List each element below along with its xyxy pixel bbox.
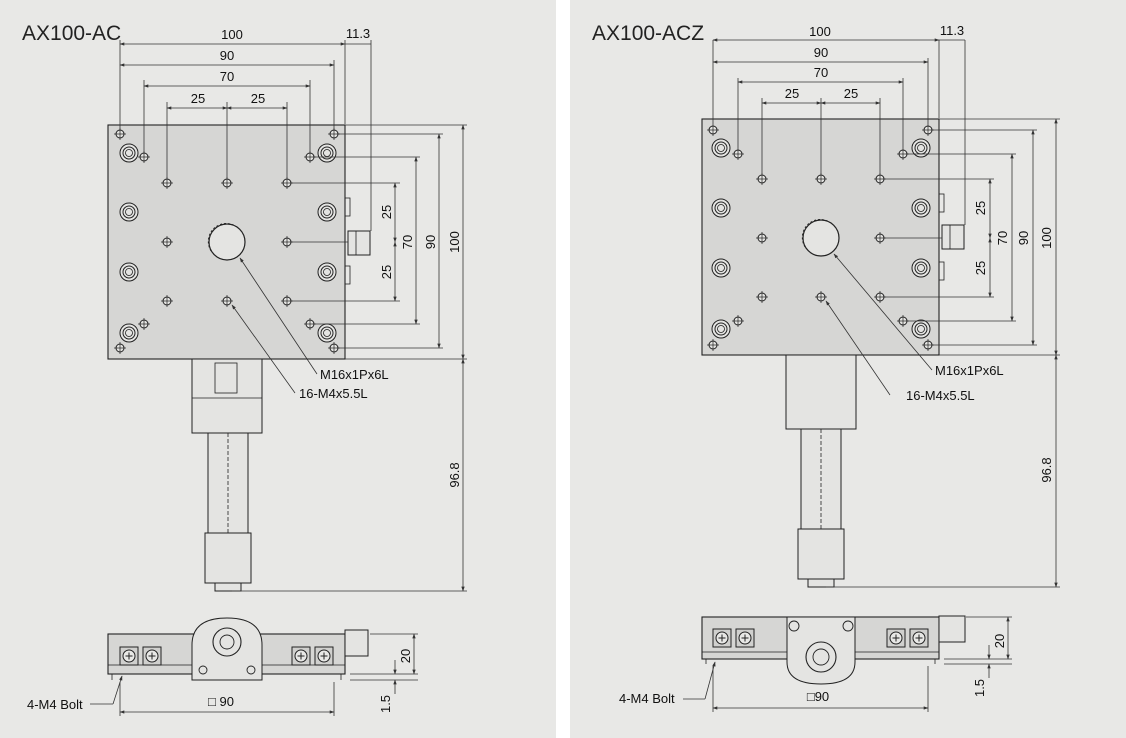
side-view xyxy=(107,617,369,681)
side-view-dimensions: □ 90 20 1.5 xyxy=(119,633,418,716)
dim-width-70: 70 xyxy=(814,65,828,80)
dim-height-70: 70 xyxy=(400,235,415,249)
callout-tapped-holes: 16-M4x5.5L xyxy=(299,386,368,401)
drawing-title: AX100-AC xyxy=(22,22,121,45)
side-lock-knob xyxy=(941,224,965,250)
stage-body xyxy=(785,354,857,430)
vertical-dimensions: 25 70 25 90 100 96.8 xyxy=(826,118,1060,588)
center-threaded-hole xyxy=(802,219,840,257)
dim-height-100: 100 xyxy=(1039,227,1054,249)
dim-pitch-25: 25 xyxy=(191,91,205,106)
dim-height-90: 90 xyxy=(1016,231,1031,245)
dim-height-90: 90 xyxy=(423,235,438,249)
dim-square-90: □90 xyxy=(807,689,829,704)
side-view-dimensions: □90 20 1.5 xyxy=(712,616,1012,712)
dim-square-90: □ 90 xyxy=(208,694,234,709)
callout-bolt: 4-M4 Bolt xyxy=(27,697,83,712)
dim-height-20: 20 xyxy=(398,649,413,663)
dim-pitch-25-v: 25 xyxy=(379,205,394,219)
drawing-title: AX100-ACZ xyxy=(592,22,704,45)
micrometer-spindle-end xyxy=(807,578,835,588)
stage-body xyxy=(191,358,263,434)
dim-pitch-25: 25 xyxy=(251,91,265,106)
drawing-ax100-acz: AX100-ACZ xyxy=(592,22,1060,712)
drawing-ax100-ac: AX100-AC xyxy=(22,22,467,716)
dim-width-70: 70 xyxy=(220,69,234,84)
vertical-dimensions: 25 70 25 90 100 96.8 xyxy=(232,124,467,592)
side-tab xyxy=(344,265,351,285)
callout-bolt: 4-M4 Bolt xyxy=(619,691,675,706)
center-threaded-hole xyxy=(208,223,246,261)
side-view xyxy=(701,615,966,685)
side-lock-knob xyxy=(347,230,371,256)
callout-center-hole: M16x1Px6L xyxy=(320,367,389,382)
dim-offset: 11.3 xyxy=(940,23,964,38)
horizontal-dimensions: 100 11.3 90 70 25 25 xyxy=(119,26,372,231)
callout-tapped-holes: 16-M4x5.5L xyxy=(906,388,975,403)
dim-height-1-5: 1.5 xyxy=(972,679,987,697)
micrometer-thimble xyxy=(204,532,252,584)
dim-offset: 11.3 xyxy=(346,26,370,41)
dim-height-70: 70 xyxy=(995,231,1010,245)
dim-pitch-25: 25 xyxy=(844,86,858,101)
dim-pitch-25-v: 25 xyxy=(973,201,988,215)
dim-width-90: 90 xyxy=(220,48,234,63)
dim-pitch-25-v: 25 xyxy=(379,265,394,279)
micrometer-thimble xyxy=(797,528,845,580)
dim-width-100: 100 xyxy=(809,24,831,39)
side-tab xyxy=(344,197,351,217)
dim-pitch-25-v: 25 xyxy=(973,261,988,275)
dim-width-90: 90 xyxy=(814,45,828,60)
dim-length-96-8: 96.8 xyxy=(1039,457,1054,482)
dim-height-20: 20 xyxy=(992,634,1007,648)
dim-width-100: 100 xyxy=(221,27,243,42)
dim-pitch-25: 25 xyxy=(785,86,799,101)
callouts: M16x1Px6L 16-M4x5.5L 4-M4 Bolt xyxy=(27,257,389,712)
micrometer-spindle-end xyxy=(214,582,242,592)
callout-center-hole: M16x1Px6L xyxy=(935,363,1004,378)
dim-height-1-5: 1.5 xyxy=(378,695,393,713)
callouts: M16x1Px6L 16-M4x5.5L 4-M4 Bolt xyxy=(619,253,1004,706)
horizontal-dimensions: 100 11.3 90 70 25 25 xyxy=(712,23,966,225)
dim-length-96-8: 96.8 xyxy=(447,462,462,487)
dim-height-100: 100 xyxy=(447,231,462,253)
